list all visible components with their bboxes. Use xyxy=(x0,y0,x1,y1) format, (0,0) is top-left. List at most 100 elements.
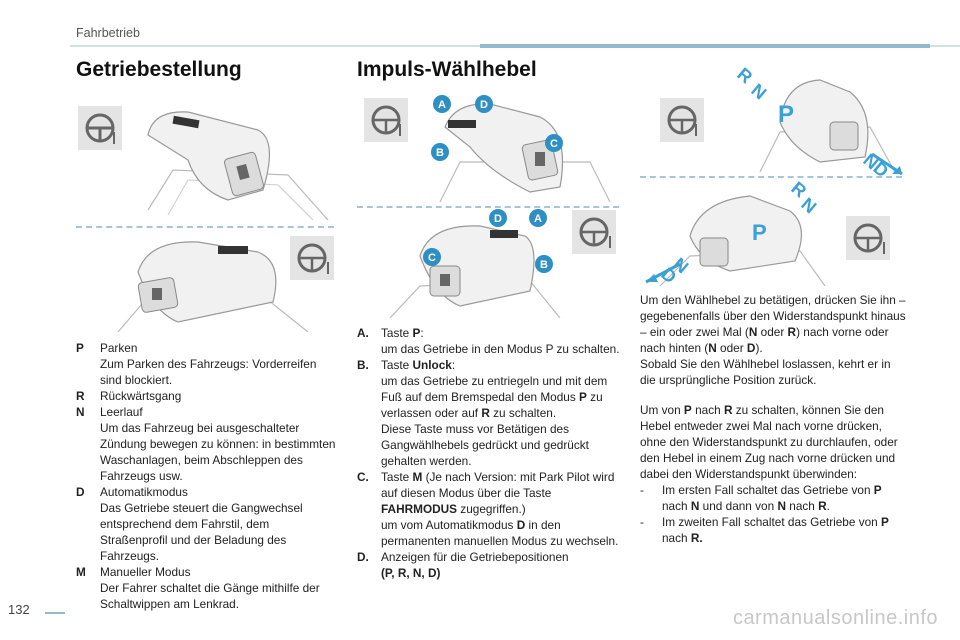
control-key: D. xyxy=(357,550,369,564)
position-label: Manueller Modus xyxy=(100,565,191,579)
text: nach xyxy=(691,403,724,417)
shift-forward-illustration: R N P N D xyxy=(660,64,903,177)
callout-c-label: C xyxy=(550,138,558,150)
text: oder xyxy=(757,325,788,339)
gear-lever-illustration-bottom-left xyxy=(117,236,334,332)
callout-d: D xyxy=(489,209,507,227)
bold-text: M xyxy=(412,470,423,484)
position-label: Automatikmodus xyxy=(100,485,188,499)
text: : xyxy=(420,326,424,340)
callout-d-label: D xyxy=(494,213,502,225)
bold-text: P xyxy=(881,515,889,529)
bold-text: R xyxy=(818,499,827,513)
bold-text: Unlock xyxy=(412,358,452,372)
separator-right xyxy=(640,176,902,178)
position-key: D xyxy=(76,485,85,499)
watermark: carmanualsonline.info xyxy=(732,607,938,629)
text: Taste xyxy=(381,470,413,484)
impulse-selector-illustration-bottom: D A C B xyxy=(389,209,616,318)
position-label: Leerlauf xyxy=(100,405,143,419)
position-key: P xyxy=(76,341,84,355)
bullet-item: - Im ersten Fall schaltet das Getriebe v… xyxy=(640,482,908,514)
text: nach xyxy=(662,531,691,545)
instruction-paragraph-2: Sobald Sie den Wählhebel loslassen, kehr… xyxy=(640,357,891,387)
text: (Je nach Version: mit Park Pilot wird au… xyxy=(381,470,615,500)
bold-text: P xyxy=(873,483,882,497)
bold-text: R. xyxy=(690,531,703,545)
callout-b: B xyxy=(431,143,449,161)
section-title-middle: Impuls-Wählhebel xyxy=(357,58,537,81)
control-desc: Diese Taste muss vor Betätigen des Gangw… xyxy=(381,422,589,468)
position-r: R Rückwärtsgang xyxy=(76,388,336,404)
bold-text: (P, R, N, D) xyxy=(381,566,441,580)
text: Im zweiten Fall schaltet das Getriebe vo… xyxy=(662,515,881,529)
bold-text: N xyxy=(708,341,717,355)
separator-middle xyxy=(357,206,619,208)
callout-c: C xyxy=(423,248,441,266)
bold-text: P xyxy=(412,326,421,340)
text: ) nach vorne oder nach hinten ( xyxy=(640,325,889,355)
control-b: B. Taste Unlock: um das Getriebe zu entr… xyxy=(357,357,622,469)
steering-wheel-icon xyxy=(290,236,334,280)
control-a: A. Taste P: um das Getriebe in den Modus… xyxy=(357,325,622,357)
usage-instructions: Um den Wählhebel zu betätigen, drücken S… xyxy=(640,292,908,546)
bold-text: D xyxy=(746,341,756,355)
gear-r-label: R xyxy=(733,64,756,88)
gear-p-label: P xyxy=(778,101,794,128)
position-key: N xyxy=(76,405,85,419)
control-c: C. Taste M (Je nach Version: mit Park Pi… xyxy=(357,469,622,549)
steering-wheel-icon xyxy=(78,106,122,150)
control-d: D. Anzeigen für die Getriebepositionen (… xyxy=(357,549,622,581)
text: zu schalten. xyxy=(489,406,557,420)
callout-a: A xyxy=(529,209,547,227)
steering-wheel-icon xyxy=(660,98,704,142)
separator-left xyxy=(76,226,334,228)
position-desc: Das Getriebe steuert die Gangwechsel ent… xyxy=(100,501,303,563)
arrow-forward-head xyxy=(646,274,658,282)
callout-d: D xyxy=(475,95,493,113)
control-key: B. xyxy=(357,358,369,372)
bullet-dash: - xyxy=(640,483,644,497)
text: um das Getriebe zu entriegeln und mit de… xyxy=(381,374,608,404)
instruction-paragraph-3: Um von P nach R zu schalten, können Sie … xyxy=(640,402,908,482)
bold-text: P xyxy=(579,390,587,404)
callout-d-label: D xyxy=(480,99,488,111)
footer-rule xyxy=(45,612,65,614)
callout-a-label: A xyxy=(534,213,542,225)
text: Um den Wählhebel zu betätigen, drücken S… xyxy=(640,293,906,339)
text: Taste xyxy=(381,326,413,340)
text: nach xyxy=(662,499,691,513)
callout-c: C xyxy=(545,134,563,152)
text: Im ersten Fall schaltet das Getriebe von xyxy=(662,483,874,497)
gear-n-label: N xyxy=(747,80,770,104)
callout-b: B xyxy=(535,255,553,273)
text: um vom Automatikmodus xyxy=(381,518,517,532)
page-number: 132 xyxy=(8,602,30,617)
control-key: C. xyxy=(357,470,369,484)
text: : xyxy=(451,358,456,372)
callout-b-label: B xyxy=(436,147,444,159)
chapter-title: Fahrbetrieb xyxy=(76,26,140,40)
position-desc: Um das Fahrzeug bei ausgeschalteter Zünd… xyxy=(100,421,336,483)
position-label: Parken xyxy=(100,341,138,355)
text: ). xyxy=(755,341,763,355)
steering-wheel-icon xyxy=(572,210,616,254)
section-title-left: Getriebestellung xyxy=(76,58,242,81)
bold-text: N xyxy=(777,499,786,513)
bold-text: R xyxy=(723,403,733,417)
bold-text: R xyxy=(481,406,490,420)
text: . xyxy=(826,499,830,513)
callout-c-label: C xyxy=(428,252,436,264)
impulse-selector-illustration-top: A D C B xyxy=(364,95,611,203)
text: und dann von xyxy=(699,499,778,513)
steering-wheel-icon xyxy=(364,98,408,142)
steering-wheel-icon xyxy=(846,216,890,260)
text: nach xyxy=(785,499,819,513)
control-desc: um das Getriebe in den Modus P zu schalt… xyxy=(381,342,620,356)
control-desc: Anzeigen für die Getriebepositionen xyxy=(381,550,569,564)
position-n: N Leerlauf Um das Fahrzeug bei ausgeschal… xyxy=(76,404,336,484)
text: Um von xyxy=(640,403,684,417)
